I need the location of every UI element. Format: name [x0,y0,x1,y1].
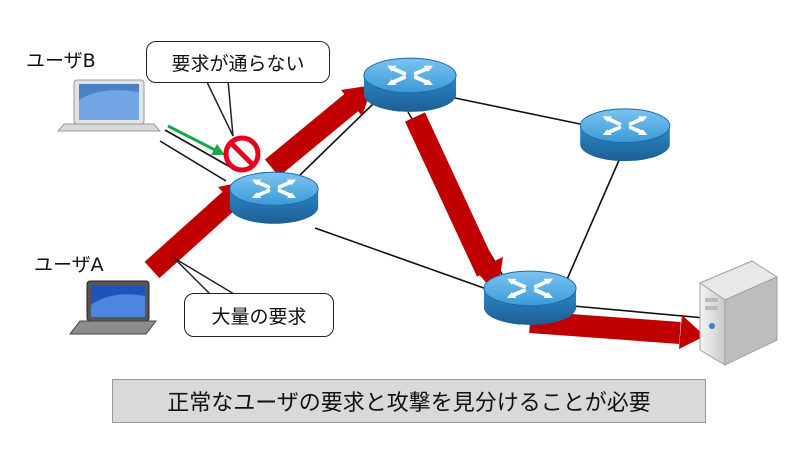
user-b-label: ユーザB [26,50,96,72]
router-icon [578,107,672,163]
user-request-arrow [167,124,225,155]
laptop-icon [68,280,158,335]
blocked-callout: 要求が通らない [146,41,330,83]
attack-arrow-2 [264,85,373,177]
router-icon [362,56,458,114]
attack-arrow-4 [529,311,705,349]
caption-banner: 正常なユーザの要求と攻撃を見分けることが必要 [112,379,706,423]
laptop-icon [56,79,162,132]
router-icon [228,170,320,226]
user-a-label: ユーザA [34,254,104,276]
no-entry-icon [223,135,261,173]
flood-callout: 大量の要求 [184,293,334,337]
callout-pointers [173,79,235,295]
router-icon [482,269,578,327]
server-icon [698,260,779,366]
